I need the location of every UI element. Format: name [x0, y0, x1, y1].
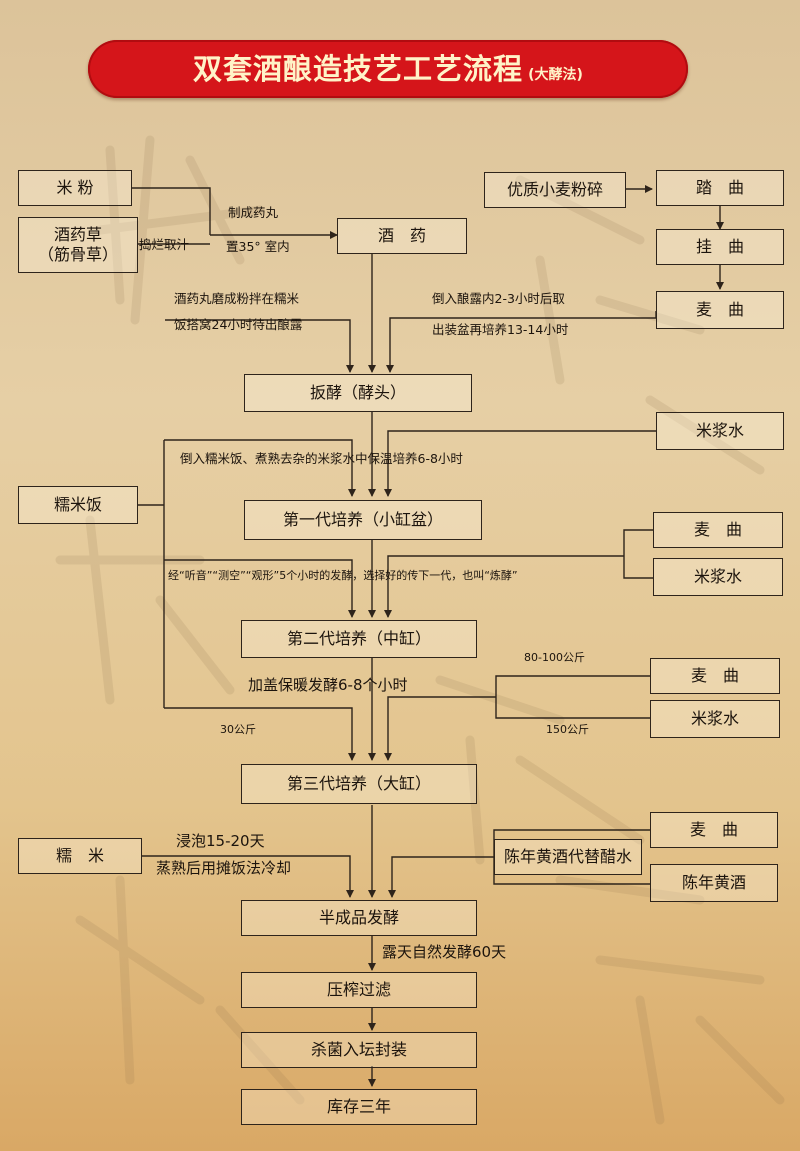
- label-jiagai: 加盖保暖发酵6-8个小时: [248, 676, 408, 694]
- node-xiaomai: 优质小麦粉碎: [484, 172, 626, 208]
- label-daolanquzhi: 捣烂取汁: [139, 237, 190, 252]
- connector: [132, 187, 211, 235]
- connector: [164, 707, 356, 761]
- node-chenhuangjiu: 陈年黄酒: [650, 864, 778, 902]
- node-daiti: 陈年黄酒代替醋水: [494, 839, 642, 875]
- node-jiuyaocao-line2: （筋骨草）: [37, 245, 118, 264]
- label-daoru-1: 倒入酿露内2-3小时后取: [432, 291, 565, 306]
- node-jiuyao: 酒 药: [337, 218, 467, 254]
- node-gen3: 第三代培养（大缸）: [241, 764, 477, 804]
- label-zhengshu: 蒸熟后用摊饭法冷却: [156, 859, 292, 877]
- page-title: 双套酒酿造技艺工艺流程: [193, 52, 524, 86]
- node-maiqu-3: 麦 曲: [650, 658, 780, 694]
- node-nuomi: 糯 米: [18, 838, 142, 874]
- connector: [164, 559, 356, 618]
- label-yaowan-1: 酒药丸磨成粉拌在糯米: [174, 291, 300, 306]
- label-jinpao: 浸泡15-20天: [176, 832, 265, 850]
- connector: [165, 319, 354, 373]
- title-banner: 双套酒酿造技艺工艺流程 (大酵法): [88, 40, 688, 98]
- node-gen2: 第二代培养（中缸）: [241, 620, 477, 658]
- label-zhi35: 置35° 室内: [226, 239, 290, 254]
- node-maiqu-1: 麦 曲: [656, 291, 784, 329]
- label-lutian: 露天自然发酵60天: [382, 943, 507, 961]
- node-gen1: 第一代培养（小缸盆）: [244, 500, 482, 540]
- connector: [388, 856, 494, 898]
- label-kg150: 150公斤: [546, 723, 589, 736]
- node-banjiao: 扳酵（酵头）: [244, 374, 472, 412]
- node-mifen: 米 粉: [18, 170, 132, 206]
- node-maiqu-2: 麦 曲: [653, 512, 783, 548]
- node-mijiangshui-3: 米浆水: [650, 700, 780, 738]
- node-nuomifan: 糯米饭: [18, 486, 138, 524]
- node-mijiangshui-2: 米浆水: [653, 558, 783, 596]
- connector: [142, 855, 354, 898]
- label-kg80: 80-100公斤: [524, 651, 585, 664]
- node-maiqu-4: 麦 曲: [650, 812, 778, 848]
- label-jing: 经“听音”“测空”“观形”5个小时的发酵，选择好的传下一代，也叫“炼酵”: [168, 569, 518, 582]
- connector: [623, 529, 653, 579]
- label-daoru-nuomi: 倒入糯米饭、煮熟去杂的米浆水中保温培养6-8小时: [180, 451, 463, 466]
- connector: [384, 555, 624, 618]
- connector: [495, 675, 650, 719]
- node-guaqu: 挂 曲: [656, 229, 784, 265]
- node-shajun: 杀菌入坛封装: [241, 1032, 477, 1068]
- node-mijiangshui-1: 米浆水: [656, 412, 784, 450]
- page-subtitle: (大酵法): [528, 67, 583, 83]
- connector: [384, 430, 656, 497]
- connector: [386, 311, 657, 373]
- connector: [384, 696, 496, 761]
- label-zhicheng: 制成药丸: [228, 205, 279, 220]
- label-yaowan-2: 饭搭窝24小时待出酿露: [174, 317, 303, 332]
- connector: [164, 439, 356, 497]
- node-yazha: 压榨过滤: [241, 972, 477, 1008]
- label-kg30: 30公斤: [220, 723, 256, 736]
- node-kucun: 库存三年: [241, 1089, 477, 1125]
- node-caiqu: 踏 曲: [656, 170, 784, 206]
- label-daoru-2: 出装盆再培养13-14小时: [432, 322, 569, 337]
- node-banchengpin: 半成品发酵: [241, 900, 477, 936]
- node-jiuyaocao-line1: 酒药草: [53, 225, 102, 244]
- node-jiuyaocao: 酒药草 （筋骨草）: [18, 217, 138, 273]
